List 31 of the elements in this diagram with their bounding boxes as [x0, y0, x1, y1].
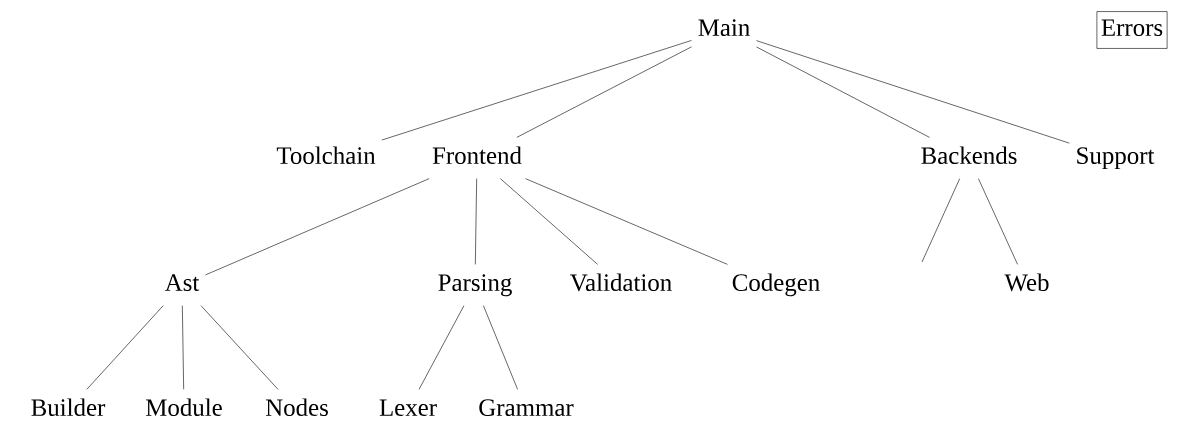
- tree-line: [500, 178, 598, 265]
- tree-line: [86, 305, 164, 390]
- node-label: Validation: [570, 273, 672, 292]
- tree-line: [756, 40, 1070, 144]
- tree-line: [978, 178, 1018, 265]
- tree-line: [418, 305, 465, 390]
- tree-line: [516, 46, 692, 138]
- node-label: Parsing: [438, 274, 512, 297]
- tree-line: [200, 305, 279, 390]
- tree-line: [381, 40, 692, 141]
- node-label: Module: [146, 398, 222, 417]
- node-label: Codegen: [732, 273, 820, 297]
- node-label: Support: [1077, 147, 1155, 170]
- label-box: Errors: [1096, 11, 1168, 49]
- node-label: Toolchain: [276, 146, 376, 165]
- tree-line: [475, 178, 477, 265]
- node-label: Frontend: [432, 146, 522, 165]
- node-label: Ast: [164, 274, 200, 292]
- node-label: Nodes: [265, 398, 328, 417]
- tree-line: [921, 178, 960, 263]
- node-label: Builder: [31, 398, 106, 417]
- node-label: Grammar: [479, 399, 574, 417]
- tree-line: [205, 178, 430, 276]
- node-label: Main: [698, 19, 750, 37]
- tree-line: [525, 178, 728, 265]
- node-label: Lexer: [379, 399, 437, 417]
- tree-line: [483, 305, 518, 390]
- node-label: Web: [1004, 273, 1049, 292]
- tree-line: [756, 46, 930, 138]
- node-label: Backends: [921, 146, 1017, 165]
- tree-line: [182, 305, 184, 390]
